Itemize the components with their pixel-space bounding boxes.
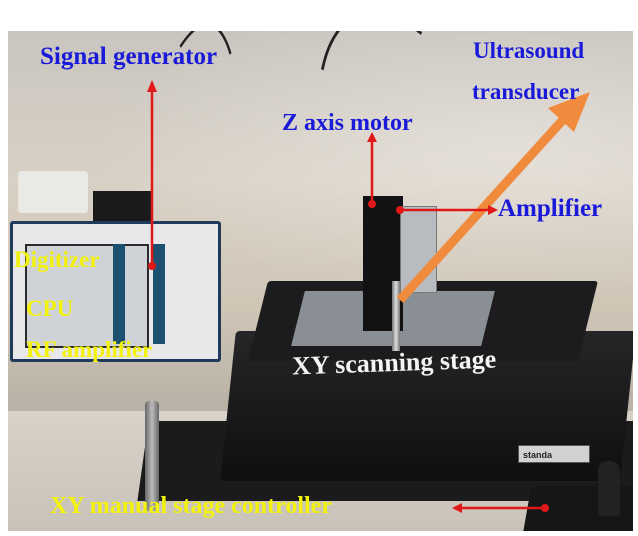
chassis-slots — [25, 244, 149, 348]
fan-unit — [93, 191, 153, 221]
support-post — [145, 401, 159, 511]
label-rf-amplifier: RF amplifier — [26, 337, 153, 362]
label-cpu: CPU — [26, 296, 74, 321]
transducer-rod — [392, 281, 400, 351]
junction-box — [18, 171, 88, 213]
standa-nameplate: standa — [518, 445, 590, 463]
module-card — [113, 244, 125, 344]
label-z-axis-motor: Z axis motor — [282, 110, 413, 136]
setup-photo: standa — [8, 31, 633, 531]
label-signal-generator: Signal generator — [40, 43, 218, 70]
label-ultrasound-transducer-line1: Ultrasound — [473, 38, 585, 63]
joystick — [598, 461, 620, 516]
label-ultrasound-transducer-line2: transducer — [472, 79, 580, 104]
module-card — [153, 244, 165, 344]
label-amplifier: Amplifier — [498, 195, 603, 222]
label-digitizer: Digitizer — [14, 247, 100, 272]
amplifier-body — [400, 206, 437, 293]
pxi-chassis — [10, 221, 221, 362]
label-xy-manual-stage-controller: XY manual stage controller — [50, 493, 332, 519]
